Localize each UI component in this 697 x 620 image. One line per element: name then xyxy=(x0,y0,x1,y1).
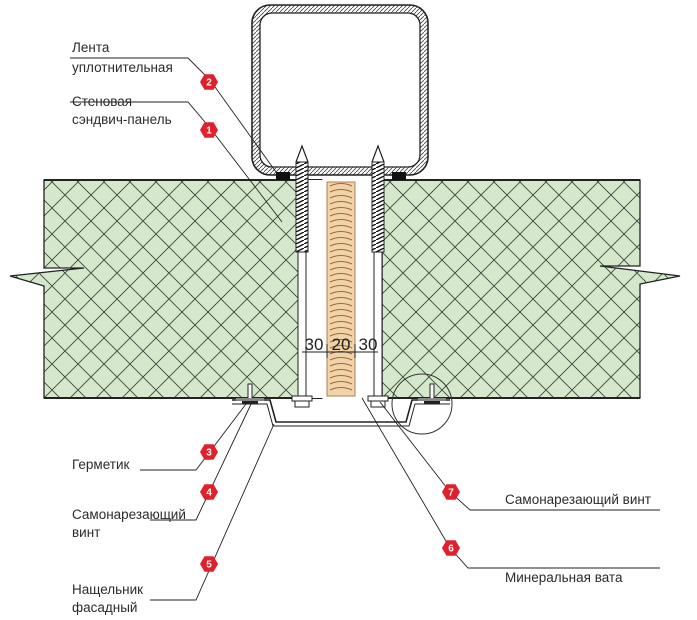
dimension-right: 30 xyxy=(359,335,378,354)
badge-1: 1 xyxy=(200,122,218,138)
short-screw-right xyxy=(418,383,446,404)
sealing-tape-right xyxy=(392,172,406,180)
long-screw-right xyxy=(367,144,389,408)
badge-3: 3 xyxy=(200,444,218,460)
label-screw-right: Самонарезающий винт xyxy=(505,492,651,507)
label-wall-panel-line2: сэндвич-панель xyxy=(72,112,172,127)
label-screw-left-line1: Самонарезающий xyxy=(72,507,186,522)
svg-text:5: 5 xyxy=(206,560,212,571)
sealing-tape-left xyxy=(276,172,290,180)
label-mineral-wool: Минеральная вата xyxy=(505,570,623,585)
badge-5: 5 xyxy=(200,556,218,572)
dimension-annotations: 30 20 30 xyxy=(302,335,378,358)
svg-text:6: 6 xyxy=(448,544,454,555)
label-screw-left-line2: винт xyxy=(72,525,100,540)
label-wall-panel-line1: Стеновая xyxy=(72,94,132,109)
badge-6: 6 xyxy=(442,540,460,556)
label-sealant: Герметик xyxy=(72,457,129,472)
badge-4: 4 xyxy=(200,484,218,500)
svg-text:7: 7 xyxy=(448,488,454,499)
label-sealing-tape-line2: уплотнительная xyxy=(72,60,173,75)
label-flashing-line2: фасадный xyxy=(72,600,137,615)
svg-text:3: 3 xyxy=(206,448,212,459)
badge-2: 2 xyxy=(200,74,218,90)
svg-text:4: 4 xyxy=(206,488,212,499)
dimension-left: 30 xyxy=(305,335,324,354)
label-sealing-tape-line1: Лента xyxy=(72,40,110,55)
svg-text:2: 2 xyxy=(206,78,212,89)
right-sandwich-panel xyxy=(381,179,681,399)
facade-flashing xyxy=(232,399,450,427)
long-screw-left xyxy=(291,144,313,408)
detail-circle xyxy=(391,373,453,435)
leader-lines xyxy=(70,57,660,601)
short-screw-left xyxy=(236,383,264,404)
svg-text:1: 1 xyxy=(206,126,212,137)
left-sandwich-panel xyxy=(9,179,323,399)
label-flashing-line1: Нащельник xyxy=(72,582,143,597)
dimension-middle: 20 xyxy=(332,335,351,354)
mineral-wool xyxy=(326,181,356,397)
badge-7: 7 xyxy=(442,484,460,500)
steel-tube xyxy=(251,4,429,176)
